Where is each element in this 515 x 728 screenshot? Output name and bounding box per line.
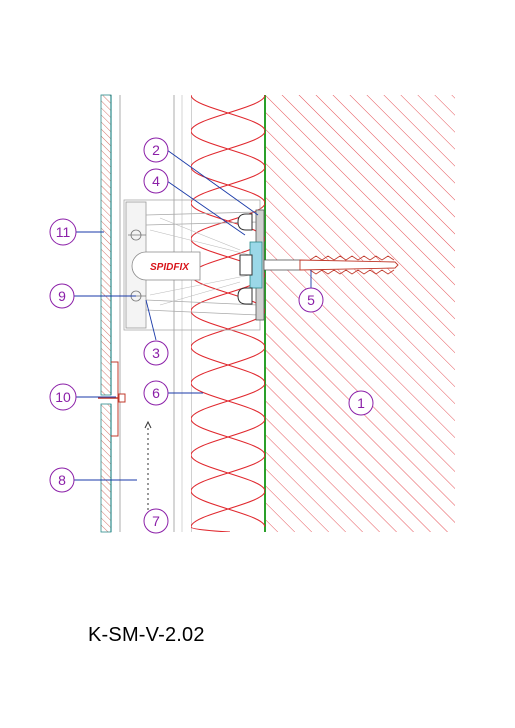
svg-text:6: 6 [152,385,160,401]
callout-11: 11 [49,218,77,246]
anchor-base-plate [237,209,265,321]
wall-dowel [263,255,399,275]
svg-text:10: 10 [55,389,71,405]
cladding-panel [100,94,112,533]
brand-label: SPIDFIX [150,262,190,273]
svg-text:8: 8 [58,472,66,488]
leader-lines [73,149,312,481]
drawing-code: K-SM-V-2.02 [88,624,205,646]
air-gap [119,95,183,532]
svg-text:2: 2 [152,142,160,158]
ventilation-indicator [144,420,152,512]
callout-4: 4 [143,168,169,194]
callout-8: 8 [49,467,75,493]
panel-joint-rivet [98,361,126,437]
callout-2: 2 [143,137,169,163]
svg-text:7: 7 [152,513,160,529]
callout-3: 3 [143,340,169,366]
callout-5: 5 [298,287,324,313]
svg-text:3: 3 [152,345,160,361]
callout-1: 1 [348,390,374,416]
callout-9: 9 [49,283,75,309]
svg-text:11: 11 [56,224,71,240]
masonry-wall [264,95,455,532]
svg-text:5: 5 [307,292,315,308]
svg-text:1: 1 [357,395,365,411]
svg-text:4: 4 [152,173,160,189]
callout-10: 10 [49,383,77,411]
svg-text:9: 9 [58,288,66,304]
callout-6: 6 [143,380,169,406]
insulation-layer [191,95,265,532]
callout-7: 7 [143,508,169,534]
